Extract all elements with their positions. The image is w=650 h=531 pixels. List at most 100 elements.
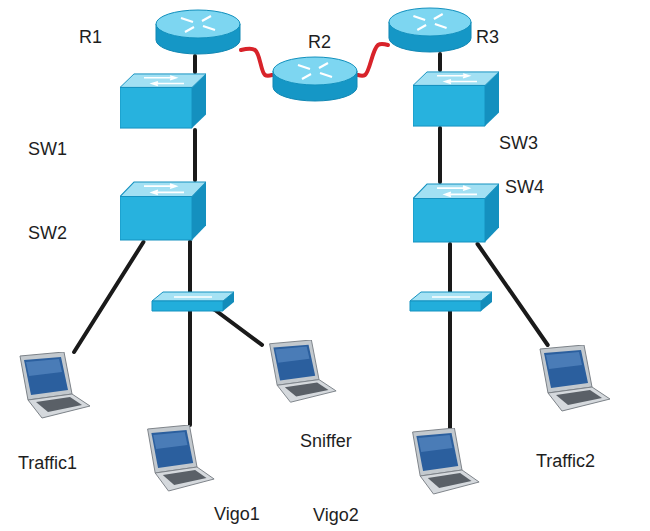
- device-label: Traffic2: [536, 450, 595, 472]
- laptop-node: Vigo2: [405, 428, 481, 498]
- router-arrows: [413, 14, 446, 30]
- laptop-screen: [24, 357, 68, 395]
- laptop-keyboard: [163, 470, 207, 485]
- switch-node: SW2: [120, 180, 206, 242]
- switch-node: SW3: [413, 70, 499, 128]
- router-top: [156, 10, 240, 38]
- hub-mark: [432, 296, 470, 298]
- hub-top: [152, 292, 234, 301]
- switch-top: [120, 182, 206, 196]
- router-top: [389, 8, 471, 36]
- hub-side: [481, 292, 492, 311]
- switch-front: [413, 199, 485, 242]
- switch-node: SW1: [120, 72, 206, 130]
- screen-glare: [153, 432, 187, 449]
- device-label: R2: [308, 31, 331, 53]
- router-node: R2: [272, 55, 358, 103]
- switch-side: [485, 184, 499, 242]
- hub-front: [410, 301, 481, 311]
- switch-arrows: [144, 184, 184, 194]
- switch-side: [485, 72, 499, 126]
- router-icon: [272, 55, 358, 103]
- router-node: R3: [388, 6, 472, 54]
- laptop-base: [548, 387, 610, 411]
- device-label: SW3: [499, 132, 538, 154]
- device-label: Vigo1: [214, 503, 260, 525]
- laptop-node: Traffic1: [12, 352, 92, 422]
- laptop-lid: [413, 428, 462, 476]
- switch-side: [192, 182, 206, 240]
- laptop-icon: [140, 425, 216, 495]
- switch-node: SW4: [413, 182, 499, 244]
- laptop-node: Traffic2: [532, 345, 612, 415]
- laptop-lid: [540, 345, 592, 393]
- device-label: SW4: [505, 176, 544, 198]
- device-label: Traffic1: [18, 452, 77, 474]
- serial-link: [358, 44, 388, 76]
- laptop-icon: [262, 340, 338, 406]
- laptop-node: Sniffer: [262, 340, 338, 406]
- device-label: SW1: [28, 138, 67, 160]
- switch-arrows: [144, 76, 184, 86]
- screen-glare: [546, 352, 582, 369]
- laptop-base: [420, 470, 479, 494]
- switch-icon: [413, 70, 499, 128]
- switch-front: [120, 197, 192, 240]
- laptop-screen: [544, 350, 588, 388]
- hub-top: [410, 292, 492, 301]
- device-label: Vigo2: [313, 504, 359, 526]
- laptop-base: [277, 380, 336, 403]
- laptop-base: [28, 394, 90, 418]
- switch-icon: [413, 182, 499, 244]
- laptop-lid: [270, 340, 319, 385]
- switch-side: [192, 74, 206, 128]
- router-node: R1: [155, 8, 241, 56]
- laptop-screen: [416, 433, 458, 471]
- laptop-screen: [273, 345, 315, 381]
- device-label: Sniffer: [300, 430, 352, 452]
- laptop-keyboard: [285, 382, 329, 396]
- router-arrows: [298, 63, 332, 79]
- laptop-icon: [12, 352, 92, 422]
- laptop-keyboard: [428, 473, 472, 488]
- switch-arrows: [437, 74, 477, 84]
- ethernet-link: [438, 54, 442, 70]
- hub-icon: [410, 292, 492, 311]
- switch-top: [413, 72, 499, 86]
- ethernet-link: [74, 242, 143, 352]
- laptop-lid: [20, 352, 72, 400]
- laptop-keyboard: [36, 397, 82, 412]
- device-label: SW2: [28, 222, 67, 244]
- switch-front: [413, 85, 485, 126]
- hub-icon: [152, 292, 234, 311]
- serial-link: [241, 49, 272, 76]
- hub-front: [152, 301, 223, 311]
- router-icon: [388, 6, 472, 54]
- switch-icon: [120, 180, 206, 242]
- screen-glare: [418, 435, 452, 452]
- laptop-icon: [405, 428, 481, 498]
- hub-side: [223, 292, 234, 311]
- device-label: R3: [476, 26, 499, 48]
- router-top: [273, 57, 357, 85]
- ethernet-link: [193, 130, 197, 180]
- laptop-keyboard: [556, 390, 602, 405]
- ethernet-link: [438, 128, 442, 182]
- laptop-icon: [532, 345, 612, 415]
- switch-arrows: [437, 186, 477, 196]
- laptop-screen: [151, 430, 193, 468]
- laptop-lid: [148, 425, 197, 473]
- router-icon: [155, 8, 241, 56]
- switch-icon: [120, 72, 206, 130]
- switch-top: [413, 184, 499, 198]
- ethernet-link: [193, 56, 197, 72]
- screen-glare: [275, 347, 309, 363]
- screen-glare: [26, 359, 62, 376]
- laptop-base: [155, 467, 214, 491]
- hub-mark: [174, 296, 212, 298]
- ethernet-link: [448, 244, 452, 428]
- laptop-node: Vigo1: [140, 425, 216, 495]
- router-arrows: [181, 16, 215, 32]
- switch-front: [120, 87, 192, 128]
